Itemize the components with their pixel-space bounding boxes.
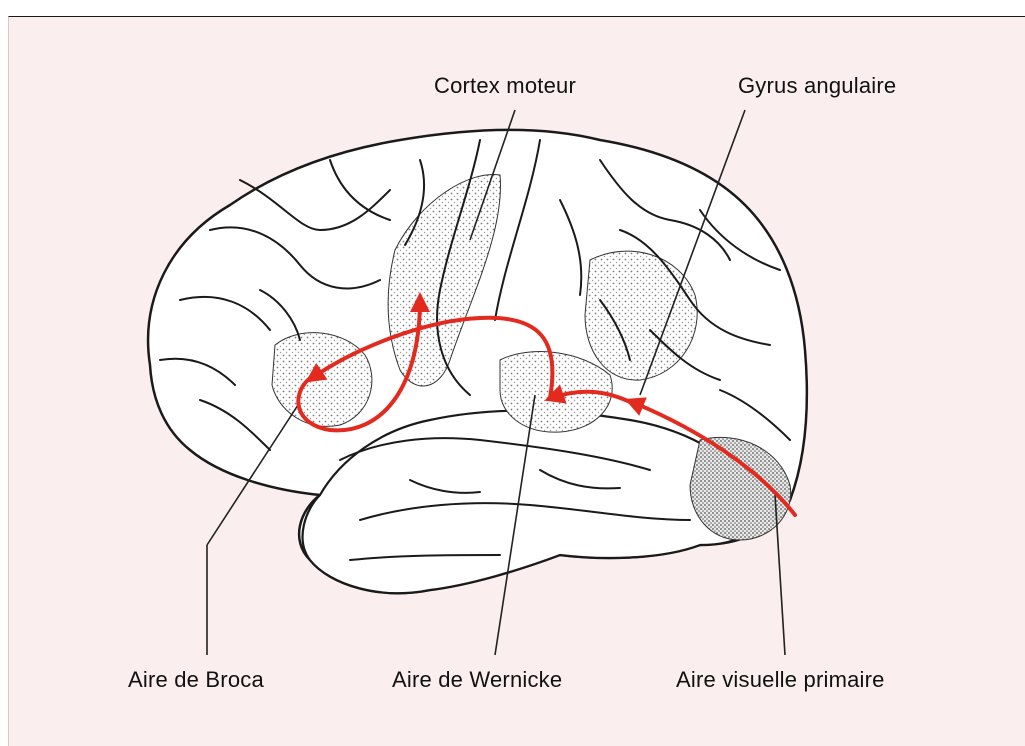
- label-broca-area: Aire de Broca: [128, 667, 264, 693]
- label-wernicke-area: Aire de Wernicke: [392, 667, 562, 693]
- label-primary-visual-area: Aire visuelle primaire: [676, 667, 885, 693]
- label-motor-cortex: Cortex moteur: [434, 73, 576, 99]
- label-angular-gyrus: Gyrus angulaire: [738, 73, 896, 99]
